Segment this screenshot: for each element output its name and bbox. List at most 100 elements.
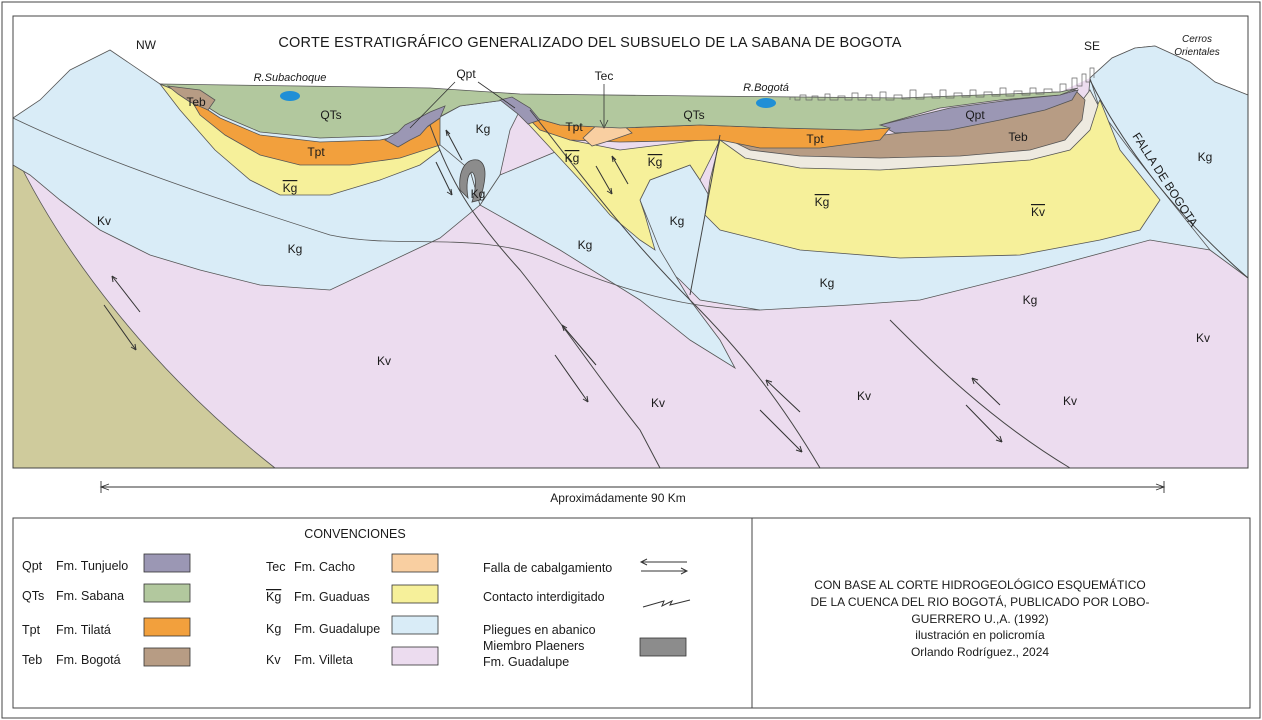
- figure-title: CORTE ESTRATIGRÁFICO GENERALIZADO DEL SU…: [278, 34, 901, 51]
- legend-swatch-qpt: [143, 553, 191, 573]
- legend-name-guaduas: Fm. Guaduas: [294, 590, 370, 604]
- label-kg-right1: Kg: [820, 276, 835, 290]
- fault-line-1: [429, 124, 661, 469]
- legend-name-qpt: Fm. Tunjuelo: [56, 559, 128, 573]
- label-kv-far-left: Kv: [97, 214, 111, 228]
- label-guaduas-left: Kg: [283, 181, 298, 195]
- legend-swatch-guadalupe: [391, 615, 439, 635]
- label-kg-right2: Kg: [1023, 293, 1038, 307]
- cross-section: CORTE ESTRATIGRÁFICO GENERALIZADO DEL SU…: [12, 15, 1249, 469]
- label-teb-left: Teb: [186, 95, 206, 109]
- legend-swatch-villeta: [391, 646, 439, 666]
- legend-fan-swatch: [639, 637, 687, 657]
- legend-name-tpt: Fm. Tilatá: [56, 623, 111, 637]
- legend-frame: [12, 517, 1251, 709]
- label-guaduas-right2: Kv: [1031, 205, 1045, 219]
- legend-code-teb: Teb: [22, 653, 42, 667]
- unit-tilata-left: [189, 97, 441, 166]
- label-nw: NW: [136, 38, 157, 52]
- label-river-subachoque: R.Subachoque: [254, 72, 327, 84]
- unit-sabana: [159, 83, 1079, 139]
- legend-swatch-guaduas: [391, 584, 439, 604]
- label-kv-c3: Kv: [651, 396, 665, 410]
- fault-line-5: [1089, 79, 1249, 279]
- label-tpt-right: Tpt: [806, 132, 824, 146]
- legend-code-tpt: Tpt: [22, 623, 41, 637]
- callout-qpt-left-line: [409, 81, 456, 129]
- credit-block: CON BASE AL CORTE HIDROGEOLÓGICO ESQUEMÁ…: [811, 577, 1150, 659]
- label-kg-left: Kg: [288, 242, 303, 256]
- unit-old-rock: [12, 149, 277, 469]
- legend-swatch-teb: [143, 647, 191, 667]
- credit-line-5: Orlando Rodríguez., 2024: [911, 645, 1049, 659]
- label-tpt-left: Tpt: [307, 145, 325, 159]
- label-guaduas-mid2: Kg: [648, 155, 663, 169]
- label-kv-c5: Kv: [1063, 394, 1077, 408]
- label-kg-block: Kg: [476, 122, 491, 136]
- callout-qpt-right-line: [477, 81, 516, 109]
- label-teb-right: Teb: [1008, 130, 1028, 144]
- label-kv-right: Kv: [1196, 331, 1210, 345]
- scale-bar: Aproximádamente 90 Km: [99, 481, 1166, 505]
- credit-line-4: ilustración en policromía: [915, 628, 1045, 642]
- legend-fault-symbol: [639, 558, 689, 575]
- label-tpt-mid: Tpt: [565, 120, 583, 134]
- label-qpt-right: Qpt: [965, 108, 985, 122]
- legend-name-qts: Fm. Sabana: [56, 589, 124, 603]
- legend-code-tec: Tec: [266, 560, 285, 574]
- label-river-bogota: R.Bogotá: [743, 82, 789, 94]
- label-callout-tec: Tec: [595, 69, 614, 83]
- label-cerros-1: Cerros: [1182, 34, 1212, 45]
- legend-fan-label-1: Pliegues en abanico: [483, 623, 596, 637]
- legend-swatch-tpt: [143, 617, 191, 637]
- city-skyline: [789, 67, 1095, 101]
- legend-name-villeta: Fm. Villeta: [294, 653, 353, 667]
- fault-arrows: [103, 129, 1003, 453]
- label-qts-left: QTs: [320, 108, 341, 122]
- legend-units: Qpt Fm. Tunjuelo QTs Fm. Sabana Tpt Fm. …: [22, 553, 439, 667]
- legend-code-guaduas: Kg: [266, 590, 281, 604]
- fault-line-2: [529, 109, 821, 469]
- sky: [13, 16, 1248, 118]
- legend-code-villeta: Kv: [266, 653, 281, 667]
- legend-interfinger-label: Contacto interdigitado: [483, 590, 605, 604]
- label-kg-cerros: Kg: [1198, 150, 1213, 164]
- credit-line-1: CON BASE AL CORTE HIDROGEOLÓGICO ESQUEMÁ…: [814, 577, 1145, 592]
- callout-tec-arrow: [599, 119, 609, 129]
- label-kg-center: Kg: [578, 238, 593, 252]
- label-guaduas-mid: Kg: [565, 151, 580, 165]
- legend-fan-label-3: Fm. Guadalupe: [483, 655, 569, 669]
- legend-code-guadalupe: Kg: [266, 622, 281, 636]
- label-se: SE: [1084, 39, 1100, 53]
- credit-line-3: GUERRERO U.,A. (1992): [911, 612, 1048, 626]
- river-bogota-water: [756, 98, 776, 108]
- unit-tunjuelo-center: [499, 96, 541, 125]
- legend-title: CONVENCIONES: [304, 527, 405, 541]
- legend-fault-label: Falla de cabalgamiento: [483, 561, 612, 575]
- legend-code-qpt: Qpt: [22, 559, 43, 573]
- label-kv-center: Kv: [377, 354, 391, 368]
- label-kg-small: Kg: [471, 187, 486, 201]
- fault-line-4: [889, 319, 1071, 469]
- label-qts-right: QTs: [683, 108, 704, 122]
- legend-code-qts: QTs: [22, 589, 44, 603]
- contact-villeta: [12, 117, 761, 311]
- unit-plaeners: [459, 159, 486, 203]
- river-subachoque-water: [280, 91, 300, 101]
- label-guaduas-right: Kg: [815, 195, 830, 209]
- label-kg-fault: Kg: [670, 214, 685, 228]
- label-callout-qpt: Qpt: [456, 67, 476, 81]
- legend-swatch-qts: [143, 583, 191, 603]
- legend-fan-label-2: Miembro Plaeners: [483, 639, 584, 653]
- label-kv-c4: Kv: [857, 389, 871, 403]
- credit-line-2: DE LA CUENCA DEL RIO BOGOTÁ, PUBLICADO P…: [811, 594, 1150, 609]
- unit-tunjuelo-left: [384, 105, 446, 148]
- label-cerros-2: Orientales: [1174, 47, 1220, 58]
- fault-line-3: [689, 134, 721, 296]
- legend-name-guadalupe: Fm. Guadalupe: [294, 622, 380, 636]
- unit-bogota-left: [166, 85, 216, 111]
- legend-name-tec: Fm. Cacho: [294, 560, 355, 574]
- legend-symbols: Falla de cabalgamiento Contacto interdig…: [483, 558, 691, 669]
- scale-label: Aproximádamente 90 Km: [550, 491, 685, 505]
